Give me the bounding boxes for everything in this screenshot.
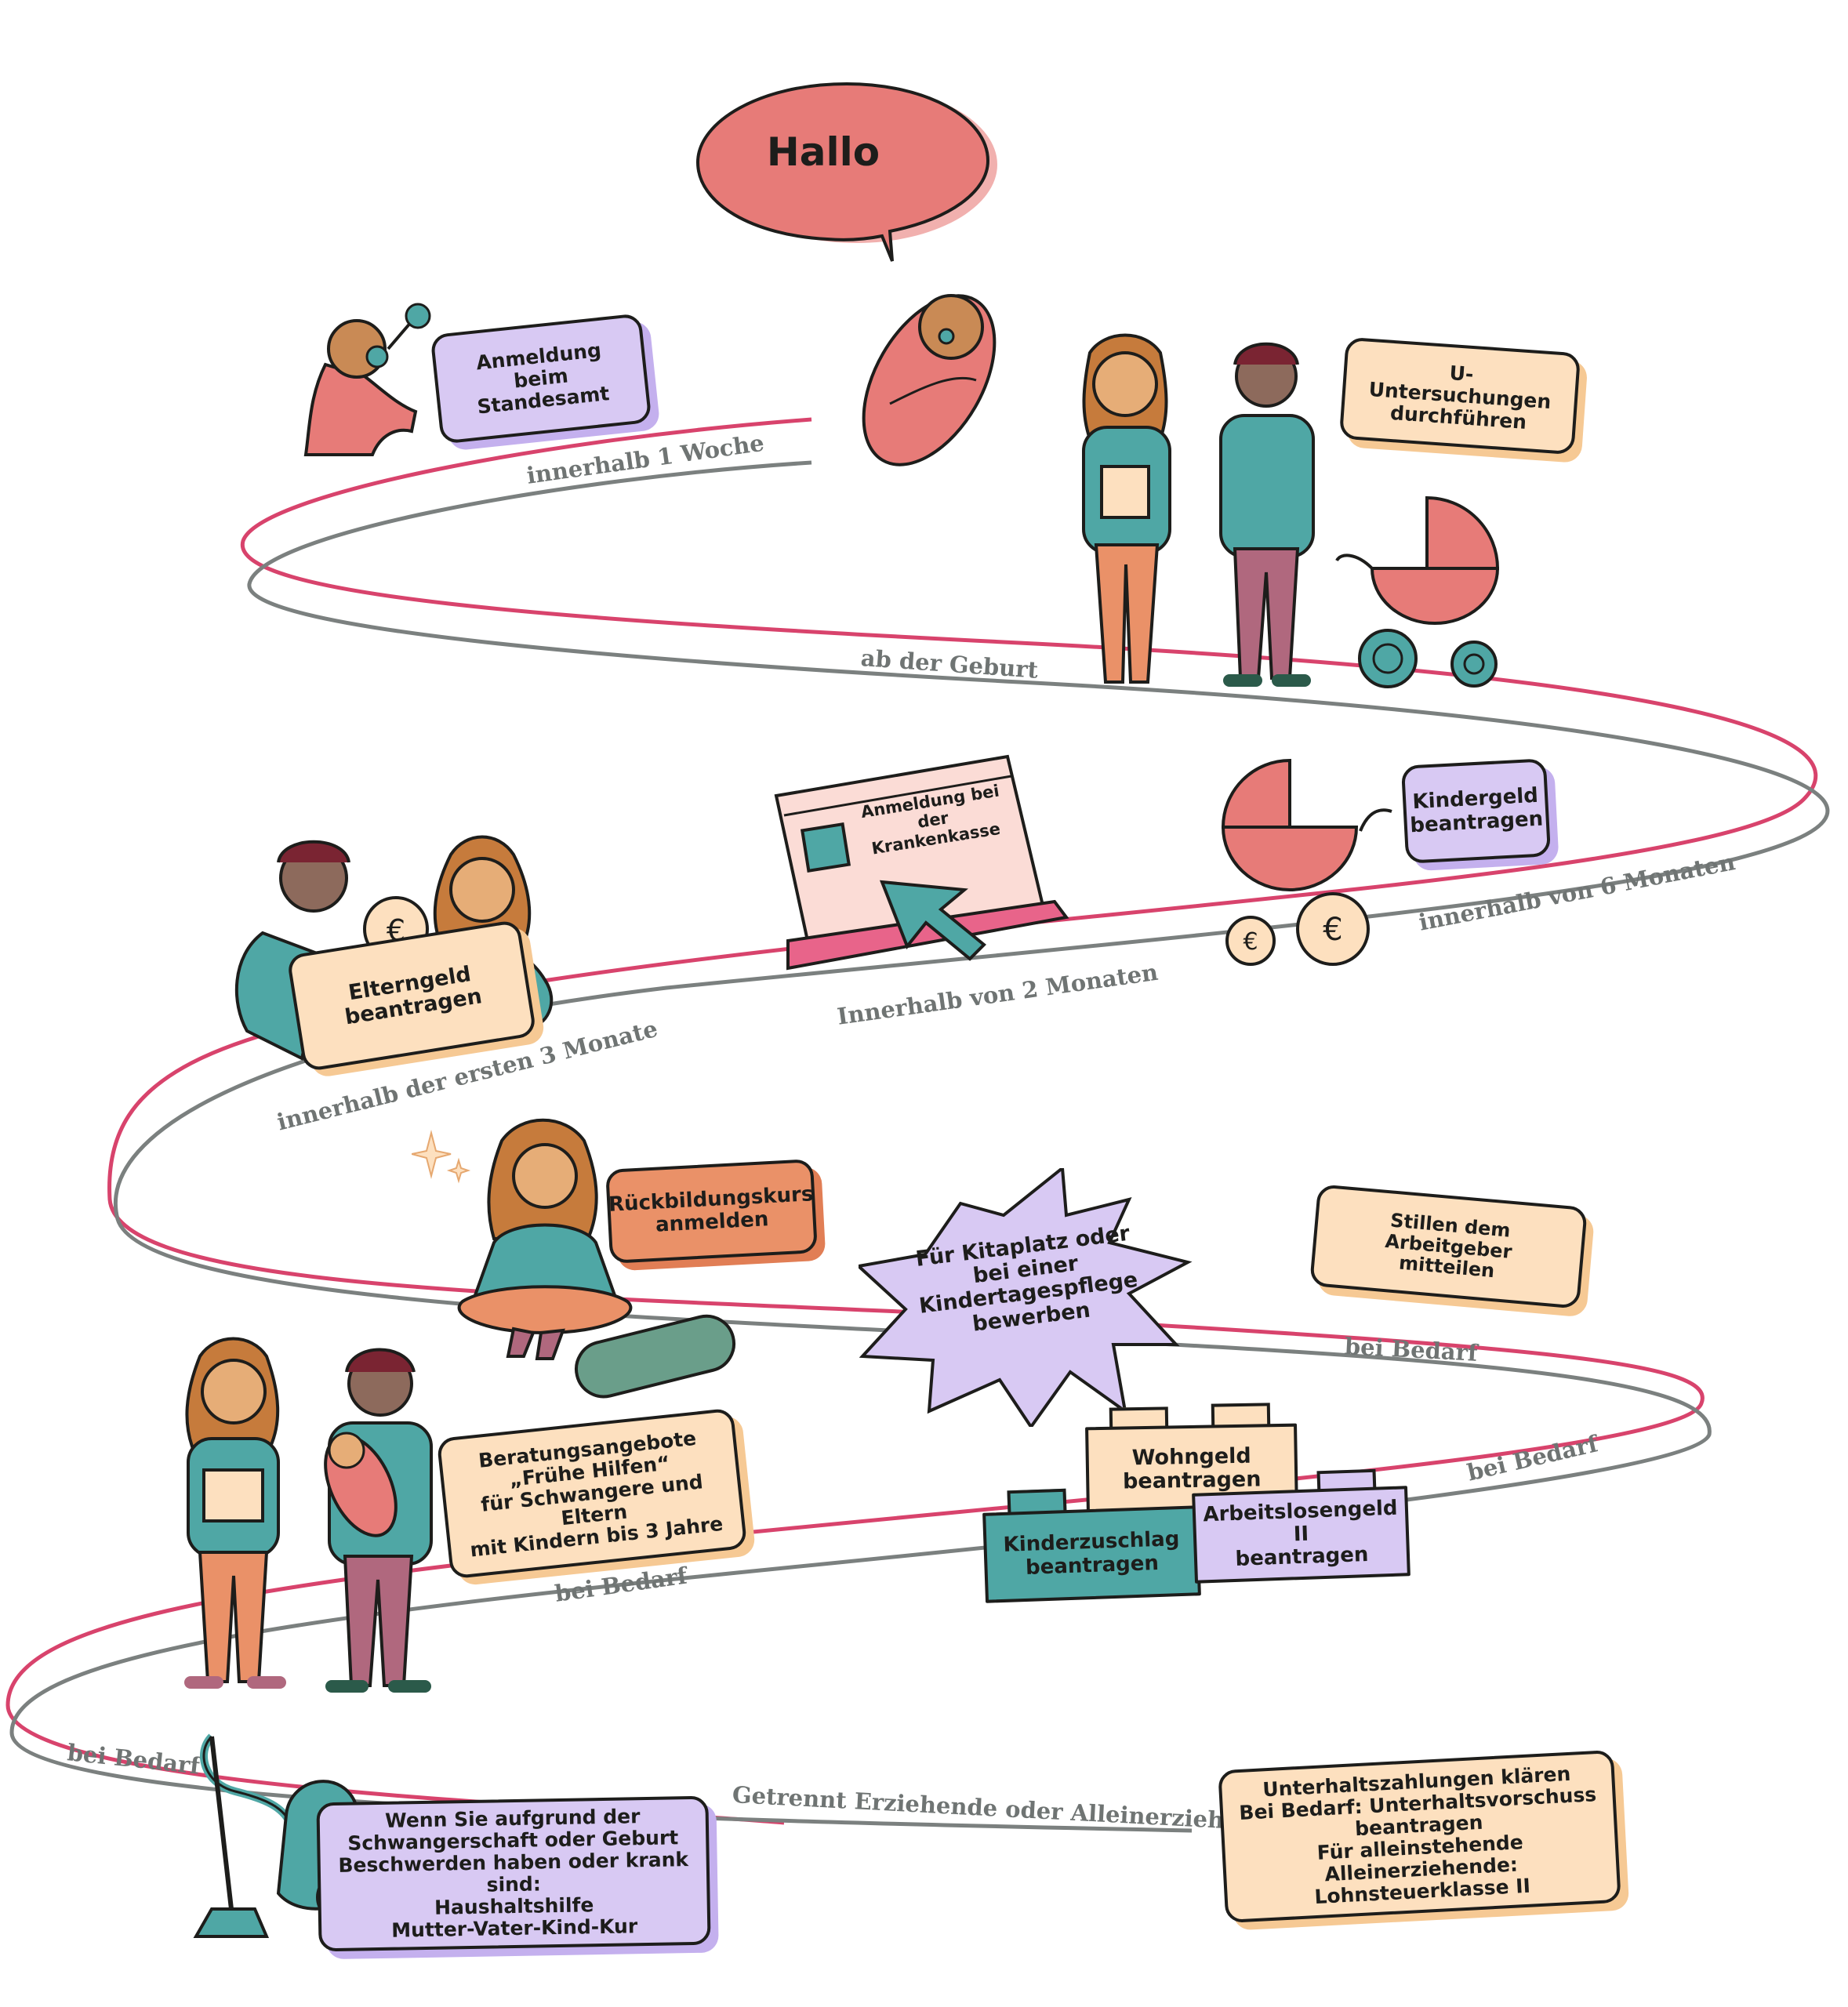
laptop-icon — [774, 754, 1069, 971]
parents-icon — [1082, 333, 1315, 687]
euro-coin-icon — [1296, 892, 1370, 966]
baby-with-rattle-icon — [303, 303, 431, 456]
card-wohngeld-text: Wohngeld beantragen — [1122, 1443, 1262, 1494]
card-anmeldung-standesamt-text: Anmeldung beim Standesamt — [474, 338, 611, 419]
swaddled-baby-icon — [862, 294, 997, 466]
card-kinderzuschlag: Kinderzuschlag beantragen — [982, 1505, 1201, 1603]
card-unterhalt: Unterhaltszahlungen klären Bei Bedarf: U… — [1218, 1749, 1621, 1924]
sparkle-icon — [412, 1130, 471, 1184]
sitting-woman-icon — [457, 1118, 633, 1360]
card-kindergeld-text: Kindergeld beantragen — [1409, 784, 1544, 837]
card-kindergeld: Kindergeld beantragen — [1400, 758, 1552, 864]
yoga-mat-icon — [575, 1314, 736, 1399]
hello-text: Hallo — [766, 129, 880, 175]
card-arbeitslosengeld-text: Arbeitslosengeld II beantragen — [1202, 1496, 1399, 1571]
card-haushaltshilfe: Wenn Sie aufgrund der Schwangerschaft od… — [316, 1795, 711, 1952]
speech-bubble-icon — [695, 82, 997, 262]
euro-coin-icon — [1225, 916, 1276, 966]
card-anmeldung-standesamt: Anmeldung beim Standesamt — [430, 313, 652, 445]
svg-text:€: € — [1323, 912, 1342, 948]
card-kinderzuschlag-text: Kinderzuschlag beantragen — [1003, 1527, 1180, 1580]
card-u-untersuchungen-text: U-Untersuchungen durchführen — [1367, 361, 1552, 434]
card-u-untersuchungen: U-Untersuchungen durchführen — [1338, 336, 1581, 455]
card-rueckbildungskurs: Rückbildungskurs anmelden — [605, 1159, 818, 1264]
stroller-icon — [1335, 495, 1500, 688]
card-stillen-text: Stillen dem Arbeitgeber mitteilen — [1384, 1209, 1513, 1283]
card-rueckbildungskurs-text: Rückbildungskurs anmelden — [608, 1182, 815, 1237]
card-fruehe-hilfen-text: Beratungsangebote „Frühe Hilfen“ für Sch… — [469, 1426, 724, 1562]
card-haushaltshilfe-text: Wenn Sie aufgrund der Schwangerschaft od… — [338, 1805, 689, 1942]
cursor-icon — [879, 880, 986, 961]
card-arbeitslosengeld: Arbeitslosengeld II beantragen — [1192, 1486, 1411, 1584]
card-unterhalt-text: Unterhaltszahlungen klären Bei Bedarf: U… — [1238, 1762, 1597, 1908]
svg-text:€: € — [1243, 928, 1258, 956]
card-elterngeld-text: Elterngeld beantragen — [343, 961, 484, 1030]
stroller-coins-icon: € € — [1221, 758, 1392, 966]
parents-with-baby-icon — [184, 1337, 433, 1693]
